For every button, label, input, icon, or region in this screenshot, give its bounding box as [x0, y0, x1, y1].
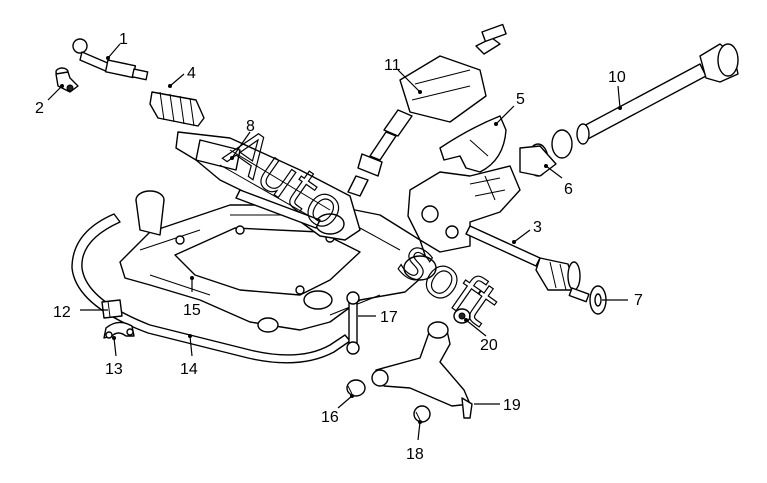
callout-16: 16 [321, 409, 339, 426]
callout-labels: 1 2 3 4 5 6 7 8 10 11 12 13 14 15 16 17 … [35, 31, 643, 463]
callout-7: 7 [634, 292, 643, 309]
part-19-control-arm [371, 321, 473, 419]
part-4-boot [149, 91, 205, 127]
part-11-steering-column [347, 23, 507, 197]
callout-18: 18 [406, 446, 424, 463]
part-1-tie-rod-end [72, 38, 149, 81]
part-18-bush [413, 405, 431, 423]
part-17-drop-link [346, 291, 360, 355]
leader-lines [47, 43, 628, 441]
part-15-subframe [119, 190, 437, 333]
callout-14: 14 [180, 361, 198, 378]
callout-6: 6 [564, 181, 573, 198]
callout-15: 15 [183, 302, 201, 319]
callout-19: 19 [503, 397, 521, 414]
callout-20: 20 [480, 337, 498, 354]
part-7-flange [568, 285, 607, 315]
part-14-stabilizer-bar [71, 213, 351, 364]
part-6-joint [519, 129, 573, 177]
part-13-clamp [103, 321, 135, 339]
callout-11: 11 [384, 57, 401, 74]
callout-5: 5 [516, 91, 525, 108]
callout-17: 17 [380, 309, 398, 326]
callout-13: 13 [105, 361, 123, 378]
callout-1: 1 [119, 31, 128, 48]
part-16-bush [346, 379, 366, 397]
callout-4: 4 [187, 65, 196, 82]
callout-10: 10 [608, 69, 626, 86]
callout-8: 8 [246, 118, 255, 135]
callout-2: 2 [35, 100, 44, 117]
part-10-propeller-shaft [576, 43, 739, 145]
part-8-steering-rack [175, 131, 361, 241]
part-3-drive-shaft [407, 165, 581, 291]
part-12-bush [101, 299, 123, 319]
callout-12: 12 [53, 304, 71, 321]
callout-3: 3 [533, 219, 542, 236]
part-5-heat-shield [439, 115, 507, 173]
